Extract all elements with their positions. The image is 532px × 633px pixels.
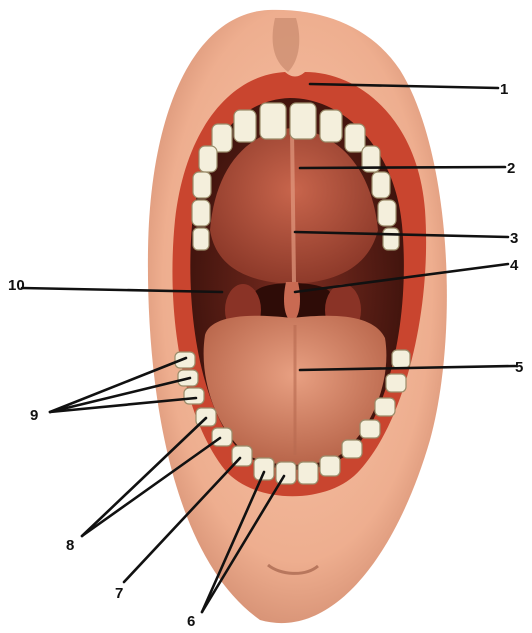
- label-3: 3: [510, 230, 518, 247]
- label-4: 4: [510, 257, 519, 274]
- label-9: 9: [30, 407, 38, 424]
- label-8: 8: [66, 537, 74, 554]
- label-2: 2: [507, 160, 515, 177]
- leader-2: [300, 167, 505, 168]
- label-6: 6: [187, 613, 195, 630]
- label-10: 10: [8, 277, 25, 294]
- label-1: 1: [500, 81, 508, 98]
- palatine-raphe: [292, 130, 294, 282]
- label-5: 5: [515, 359, 523, 376]
- label-7: 7: [115, 585, 123, 602]
